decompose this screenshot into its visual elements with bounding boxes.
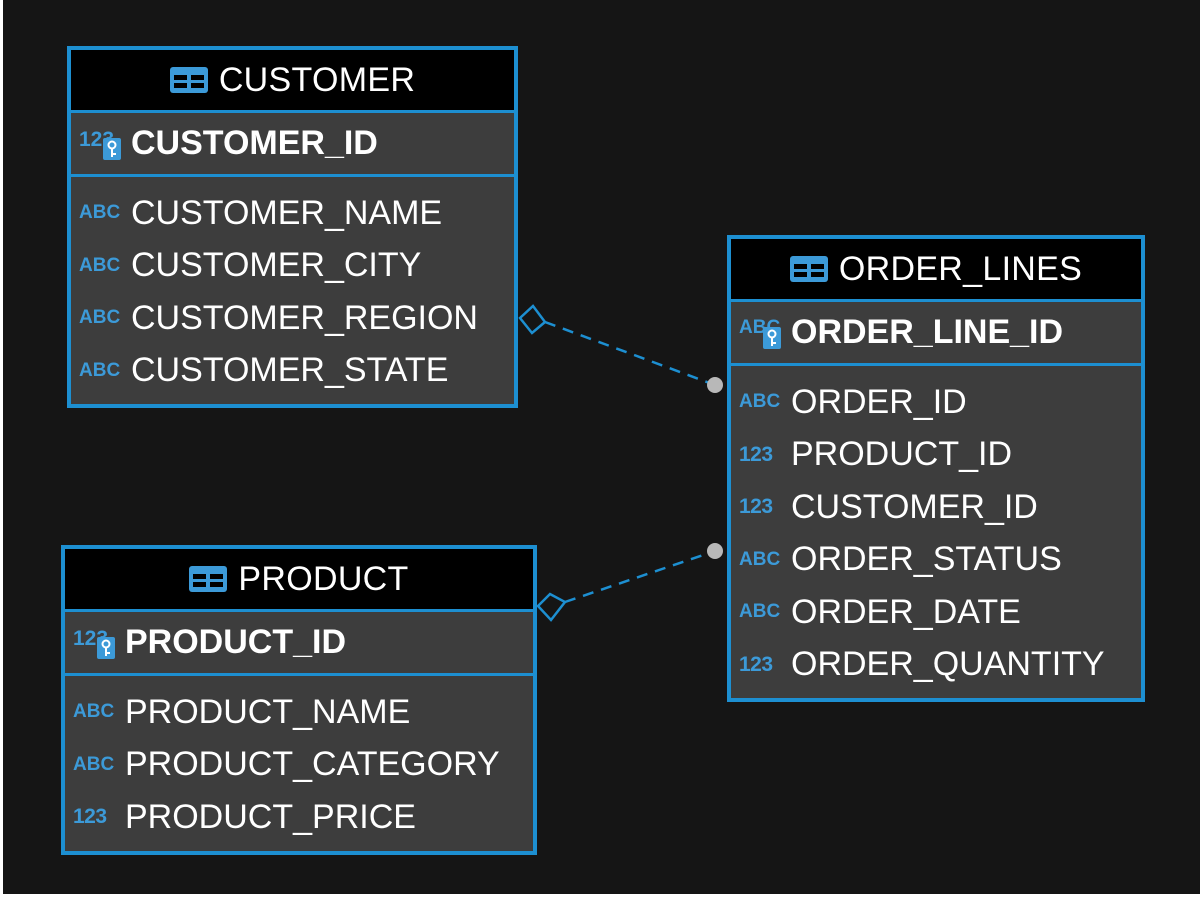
table-icon [789, 256, 828, 282]
number-type-icon: 123 [739, 495, 773, 519]
attribute-row[interactable]: ABC CUSTOMER_CITY [71, 240, 514, 293]
attribute-name: PRODUCT_PRICE [125, 797, 416, 836]
primary-key-name: ORDER_LINE_ID [791, 313, 1064, 351]
attribute-row[interactable]: ABC PRODUCT_NAME [65, 686, 533, 739]
diamond-marker-icon [536, 592, 567, 622]
attribute-name: ORDER_DATE [791, 592, 1021, 631]
primary-key-icon: 123 [73, 625, 119, 661]
entity-header: CUSTOMER [71, 50, 514, 113]
entity-title: PRODUCT [238, 559, 409, 598]
dot-marker-icon [707, 543, 723, 559]
entity-header: PRODUCT [65, 549, 533, 612]
attribute-name: CUSTOMER_STATE [131, 351, 449, 390]
text-type-icon: ABC [73, 701, 115, 723]
text-type-icon: ABC [739, 601, 781, 623]
attribute-row[interactable]: ABC CUSTOMER_REGION [71, 292, 514, 345]
table-icon [169, 67, 208, 93]
attribute-row[interactable]: ABC ORDER_DATE [731, 586, 1141, 639]
attribute-name: PRODUCT_CATEGORY [125, 745, 500, 784]
attribute-name: PRODUCT_ID [791, 435, 1013, 474]
primary-key-row[interactable]: 123 CUSTOMER_ID [71, 113, 514, 177]
dot-marker-icon [707, 377, 723, 393]
attribute-name: ORDER_STATUS [791, 540, 1062, 579]
number-type-icon: 123 [73, 805, 107, 829]
attribute-row[interactable]: 123 ORDER_QUANTITY [731, 639, 1141, 692]
relationship-customer-order-lines[interactable] [544, 320, 716, 387]
number-type-icon: 123 [739, 652, 773, 676]
attribute-name: PRODUCT_NAME [125, 692, 411, 731]
key-icon [103, 137, 121, 160]
attribute-row[interactable]: ABC CUSTOMER_NAME [71, 187, 514, 240]
diamond-marker-icon [518, 304, 547, 335]
entity-header: ORDER_LINES [731, 239, 1141, 302]
attribute-row[interactable]: 123 PRODUCT_ID [731, 429, 1141, 482]
primary-key-row[interactable]: ABC ORDER_LINE_ID [731, 302, 1141, 366]
text-type-icon: ABC [79, 307, 121, 329]
attribute-row[interactable]: ABC ORDER_STATUS [731, 534, 1141, 587]
primary-key-icon: 123 [79, 126, 125, 162]
table-icon [189, 566, 228, 592]
entity-title: ORDER_LINES [838, 249, 1083, 288]
text-type-icon: ABC [79, 254, 121, 276]
primary-key-icon: ABC [739, 315, 785, 351]
attribute-list: ABC PRODUCT_NAME ABC PRODUCT_CATEGORY 12… [65, 676, 533, 844]
text-type-icon: ABC [79, 359, 121, 381]
attribute-row[interactable]: ABC PRODUCT_CATEGORY [65, 739, 533, 792]
attribute-name: ORDER_QUANTITY [791, 645, 1105, 684]
key-icon [763, 326, 781, 349]
entity-order-lines[interactable]: ORDER_LINES ABC ORDER_LINE_ID ABC ORDER_… [727, 235, 1145, 702]
key-icon [97, 636, 115, 659]
attribute-name: CUSTOMER_NAME [131, 193, 443, 232]
attribute-name: CUSTOMER_REGION [131, 298, 478, 337]
attribute-row[interactable]: 123 PRODUCT_PRICE [65, 791, 533, 844]
entity-title: CUSTOMER [218, 60, 416, 99]
attribute-name: CUSTOMER_CITY [131, 246, 422, 285]
text-type-icon: ABC [739, 548, 781, 570]
primary-key-name: CUSTOMER_ID [131, 124, 378, 162]
relationship-product-order-lines[interactable] [564, 549, 716, 604]
attribute-name: CUSTOMER_ID [791, 487, 1038, 526]
attribute-list: ABC CUSTOMER_NAME ABC CUSTOMER_CITY ABC … [71, 177, 514, 397]
attribute-row[interactable]: ABC ORDER_ID [731, 376, 1141, 429]
attribute-list: ABC ORDER_ID 123 PRODUCT_ID 123 CUSTOMER… [731, 366, 1141, 691]
entity-product[interactable]: PRODUCT 123 PRODUCT_ID ABC PRODUCT_NAME … [61, 545, 537, 855]
text-type-icon: ABC [73, 753, 115, 775]
attribute-row[interactable]: 123 CUSTOMER_ID [731, 481, 1141, 534]
text-type-icon: ABC [79, 202, 121, 224]
attribute-name: ORDER_ID [791, 382, 967, 421]
primary-key-name: PRODUCT_ID [125, 623, 347, 661]
text-type-icon: ABC [739, 391, 781, 413]
number-type-icon: 123 [739, 442, 773, 466]
primary-key-row[interactable]: 123 PRODUCT_ID [65, 612, 533, 676]
entity-customer[interactable]: CUSTOMER 123 CUSTOMER_ID ABC CUSTOMER_NA… [67, 46, 518, 408]
attribute-row[interactable]: ABC CUSTOMER_STATE [71, 345, 514, 398]
